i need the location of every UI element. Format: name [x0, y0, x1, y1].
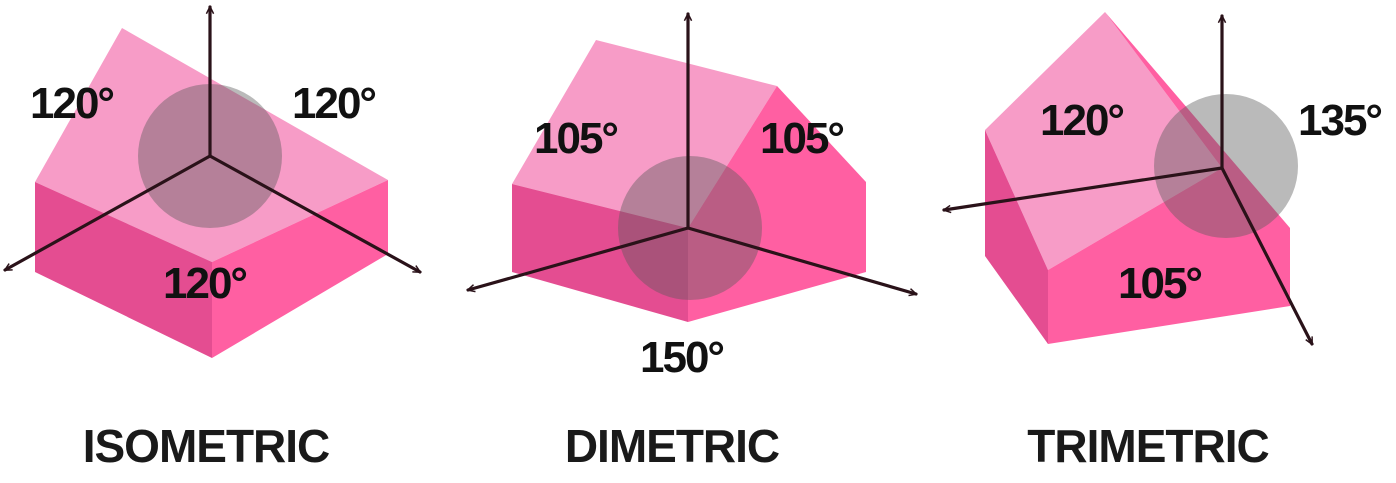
trimetric-angle-circle [1154, 94, 1298, 238]
isometric-angle-label-1: 120° [30, 79, 113, 128]
trimetric-figure: 120° 135° 105° TRIMETRIC [944, 12, 1383, 472]
dimetric-right-face [688, 86, 866, 322]
dimetric-top-face [512, 40, 777, 228]
isometric-right-face [212, 180, 388, 358]
dimetric-axis-left [468, 226, 690, 290]
dimetric-angle-label-3: 150° [640, 333, 723, 382]
trimetric-caption: TRIMETRIC [1027, 420, 1268, 472]
dimetric-angle-label-1: 105° [534, 114, 617, 163]
isometric-axis-left [5, 154, 212, 272]
isometric-caption: ISOMETRIC [83, 420, 330, 472]
dimetric-axis-right [686, 226, 916, 294]
trimetric-axis-left [944, 166, 1224, 210]
isometric-figure: 120° 120° 120° ISOMETRIC [5, 5, 420, 472]
trimetric-top-face [985, 12, 1222, 270]
isometric-angle-label-3: 120° [163, 259, 246, 308]
trimetric-angle-label-1: 120° [1040, 96, 1123, 145]
trimetric-right-face [1048, 12, 1290, 344]
trimetric-angle-label-2: 135° [1298, 96, 1381, 145]
isometric-angle-label-2: 120° [292, 79, 375, 128]
dimetric-caption: DIMETRIC [565, 420, 779, 472]
isometric-left-face [35, 182, 212, 358]
dimetric-angle-label-2: 105° [760, 114, 843, 163]
trimetric-angle-label-3: 105° [1118, 259, 1201, 308]
trimetric-left-face [985, 130, 1048, 344]
trimetric-axis-right [1220, 166, 1314, 344]
dimetric-figure: 105° 105° 150° DIMETRIC [468, 12, 916, 472]
isometric-axis-right [208, 154, 420, 274]
